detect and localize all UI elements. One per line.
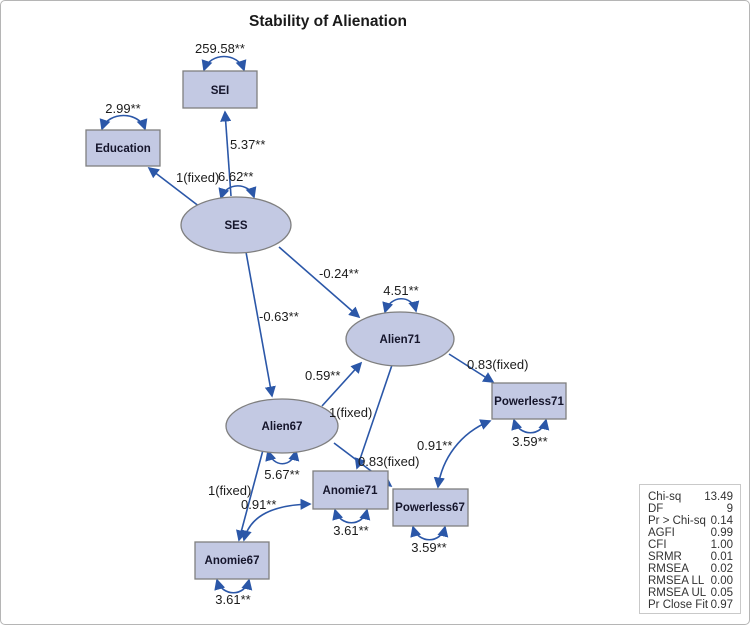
fit-stat-label: Pr Close Fit	[648, 599, 709, 611]
fit-stat-row: Chi-sq 13.49	[648, 491, 733, 503]
label-alien71-variance: 4.51**	[383, 283, 418, 298]
fit-stat-label: Pr > Chi-sq	[648, 515, 706, 527]
fit-stat-row: RMSEA 0.02	[648, 563, 733, 575]
node-sei: SEI	[182, 70, 258, 109]
fit-stat-value: 0.02	[710, 563, 733, 575]
label-education-variance: 2.99**	[105, 101, 140, 116]
label-ses-to-education: 1(fixed)	[176, 170, 219, 185]
node-sei-label: SEI	[211, 85, 230, 97]
label-ses-variance: 6.62**	[218, 169, 253, 184]
fit-stat-label: RMSEA UL	[648, 587, 707, 599]
label-anomie-error-cov: 0.91**	[241, 497, 276, 512]
node-alien67: Alien67	[225, 398, 339, 454]
fit-stat-value: 0.05	[710, 587, 733, 599]
fit-stat-label: RMSEA	[648, 563, 689, 575]
fit-stat-value: 9	[726, 503, 733, 515]
label-powerless67-error: 3.59**	[411, 540, 446, 555]
fit-stat-value: 0.97	[710, 599, 733, 611]
cov-powerless67-powerless71	[433, 419, 492, 489]
fit-stat-row: CFI 1.00	[648, 539, 733, 551]
loop-sei-variance	[201, 55, 247, 72]
edge-ses-to-alien71	[278, 246, 361, 319]
node-education-label: Education	[95, 143, 151, 155]
label-alien67-to-anomie67: 1(fixed)	[208, 483, 251, 498]
loop-education-variance	[99, 114, 148, 131]
fit-stat-label: RMSEA LL	[648, 575, 705, 587]
label-powerless71-error: 3.59**	[512, 434, 547, 449]
label-powerless-error-cov: 0.91**	[417, 438, 452, 453]
fit-stat-label: DF	[648, 503, 664, 515]
node-ses: SES	[180, 196, 292, 254]
fit-stat-value: 13.49	[704, 491, 733, 503]
fit-stat-row: SRMR 0.01	[648, 551, 733, 563]
label-sei-variance: 259.58**	[195, 41, 245, 56]
label-ses-to-alien71: -0.24**	[319, 266, 359, 281]
label-anomie67-error: 3.61**	[215, 592, 250, 607]
node-powerless67: Powerless67	[392, 488, 469, 527]
node-anomie71: Anomie71	[312, 470, 389, 510]
label-alien67-variance: 5.67**	[264, 467, 299, 482]
fit-stat-label: SRMR	[648, 551, 682, 563]
loop-alien67-variance	[265, 449, 300, 465]
nodes: SEI Education SES Alien71 Alien67 Powerl…	[85, 70, 567, 580]
node-anomie67: Anomie67	[194, 541, 270, 580]
diagram-title: Stability of Alienation	[249, 13, 407, 30]
label-ses-to-sei: 5.37**	[230, 137, 265, 152]
node-powerless71-label: Powerless71	[494, 396, 564, 408]
edge-alien71-to-anomie71	[354, 364, 393, 470]
fit-stat-value: 1.00	[710, 539, 733, 551]
fit-stat-row: RMSEA LL 0.00	[648, 575, 733, 587]
fit-stat-value: 0.99	[710, 527, 733, 539]
node-alien71: Alien71	[345, 311, 455, 367]
fit-stat-row: DF 9	[648, 503, 733, 515]
label-alien67-to-alien71: 0.59**	[305, 368, 340, 383]
loop-ses-variance	[218, 185, 257, 200]
edge-labels: 259.58** 2.99** 5.37** 1(fixed) 6.62** -…	[105, 41, 547, 607]
node-powerless67-label: Powerless67	[395, 502, 465, 514]
loop-powerless71-error	[511, 418, 550, 434]
loop-anomie71-error	[332, 508, 371, 524]
edge-ses-to-alien67	[245, 251, 276, 398]
fit-stat-label: CFI	[648, 539, 667, 551]
edge-ses-to-education	[147, 166, 201, 208]
fit-stat-value: 0.14	[710, 515, 733, 527]
label-ses-to-alien67: -0.63**	[259, 309, 299, 324]
edge-alien67-to-alien71	[321, 361, 363, 407]
fit-statistics-table: Chi-sq 13.49 DF 9 Pr > Chi-sq 0.14 AGFI 0.99…	[639, 484, 741, 614]
node-education: Education	[85, 129, 161, 167]
fit-stat-row: Pr > Chi-sq 0.14	[648, 515, 733, 527]
node-ses-label: SES	[224, 220, 247, 232]
edges	[99, 55, 550, 594]
loop-alien71-variance	[382, 297, 420, 314]
fit-stat-value: 0.00	[710, 575, 733, 587]
loop-powerless67-error	[410, 525, 449, 541]
label-alien71-to-anomie71: 1(fixed)	[329, 405, 372, 420]
cov-anomie67-anomie71	[240, 498, 312, 542]
node-anomie71-label: Anomie71	[323, 485, 379, 497]
fit-stat-value: 0.01	[710, 551, 733, 563]
edge-ses-to-sei	[220, 110, 232, 197]
node-powerless71: Powerless71	[491, 382, 567, 420]
edge-alien71-to-powerless71	[448, 353, 495, 383]
node-alien67-label: Alien67	[262, 421, 303, 433]
label-anomie71-error: 3.61**	[333, 523, 368, 538]
node-anomie67-label: Anomie67	[205, 555, 260, 567]
label-alien67-to-powerless67: 0.83(fixed)	[358, 454, 419, 469]
label-alien71-to-powerless71: 0.83(fixed)	[467, 357, 528, 372]
fit-stat-label: Chi-sq	[648, 491, 682, 503]
fit-stat-row: AGFI 0.99	[648, 527, 733, 539]
loop-anomie67-error	[214, 578, 253, 594]
fit-stat-label: AGFI	[648, 527, 675, 539]
node-alien71-label: Alien71	[380, 334, 422, 346]
